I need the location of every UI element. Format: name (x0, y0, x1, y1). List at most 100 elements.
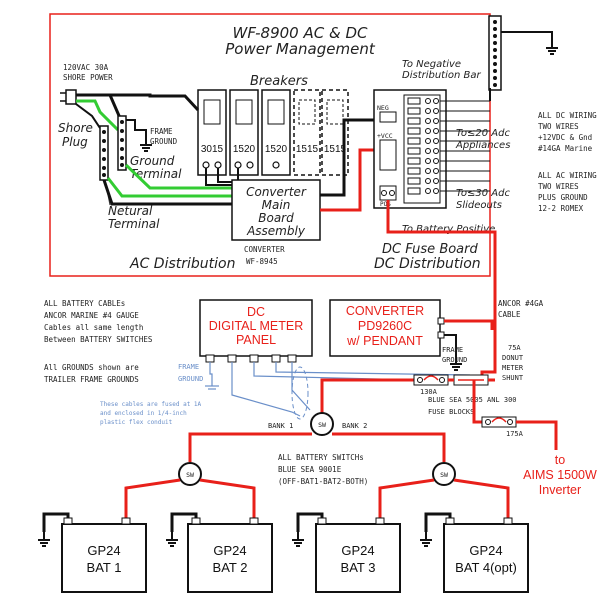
shunt-icon (453, 374, 489, 386)
battery-1-name: BAT 1 (87, 560, 122, 575)
appliances-label-1: To≤20 Adc (456, 128, 510, 139)
neutral-terminal-label-1: Netural (108, 204, 153, 218)
ac-wiring-note-3: PLUS GROUND (538, 193, 588, 202)
breakers-title: Breakers (250, 74, 308, 89)
battery-4-model: GP24 (469, 543, 502, 558)
battery-cables-note-4: Between BATTERY SWITCHES (44, 335, 153, 344)
switch-note-3: (OFF-BAT1-BAT2-BOTH) (278, 477, 368, 486)
bat2-ground-symbol (165, 531, 179, 547)
ancor-cable-label-1: ANCOR #4GA (498, 299, 544, 308)
dc-branch-leads (440, 100, 490, 192)
inverter-line2: AIMS 1500W (523, 468, 597, 482)
bat3-ground-symbol (291, 531, 305, 547)
battery-2-name: BAT 2 (213, 560, 248, 575)
shore-power-label-2: SHORE POWER (63, 73, 113, 82)
converter-board-line3: Board (258, 211, 294, 225)
dc-fuse-board (373, 89, 447, 209)
dc-distribution-label: DC Distribution (374, 256, 481, 272)
fuse-blocks-label-1: BLUE SEA 5005 ANL 300 (428, 396, 517, 404)
meter-line3: PANEL (236, 333, 276, 347)
breaker-4-label: 1515 (296, 144, 319, 155)
breaker-3-label: 1520 (265, 144, 288, 155)
battery-4-name: BAT 4(opt) (455, 560, 517, 575)
bank2-label: BANK 2 (342, 422, 367, 430)
to-battery-positive-label: To Battery Positive (402, 224, 495, 235)
ground-terminal (117, 115, 127, 171)
ac-wiring-note-4: 12-2 ROMEX (538, 204, 584, 213)
vcc-label: +VCC (377, 132, 393, 140)
to-negative-label-2: Distribution Bar (402, 70, 482, 81)
ac-wiring-note-1: ALL AC WIRING (538, 171, 597, 180)
converter-unit-line3: w/ PENDANT (346, 334, 423, 348)
bank1-switch (178, 462, 202, 486)
grounds-note-2: TRAILER FRAME GROUNDS (44, 375, 139, 384)
battery-1 (61, 517, 147, 593)
bat1-ground-symbol (37, 531, 51, 547)
converter-pd9260c (329, 299, 441, 357)
fuse-blocks-label-2: FUSE BLOCKS (428, 408, 474, 416)
bank2-switch-label: SW (440, 471, 448, 479)
switch-note-2: BLUE SEA 9001E (278, 465, 342, 474)
shore-plug-label-1: Shore (58, 121, 93, 135)
inverter-line3: Inverter (539, 483, 581, 497)
slideouts-label-1: To≤30 Adc (456, 188, 510, 199)
dc-wiring-note-1: ALL DC WIRING (538, 111, 597, 120)
meter-frame-ground-1: FRAME (178, 363, 199, 371)
converter-board-line4: Assembly (246, 224, 306, 238)
converter-main-board (231, 179, 321, 241)
fuse-note-2: and enclosed in 1/4-inch (100, 410, 187, 417)
battery-3-model: GP24 (341, 543, 374, 558)
dc-fuse-board-label: DC Fuse Board (382, 242, 478, 257)
converter-label: CONVERTER (244, 245, 285, 254)
battery-1-model: GP24 (87, 543, 120, 558)
frame-ground-label-2: GROUND (150, 137, 178, 146)
ancor-cable-label-2: CABLE (498, 310, 521, 319)
appliances-label-2: Appliances (455, 140, 510, 151)
battery-3-name: BAT 3 (341, 560, 376, 575)
bank1-switch-label: SW (186, 471, 194, 479)
ground-symbol (545, 39, 559, 55)
dc-wiring-note-2: TWO WIRES (538, 122, 579, 131)
inverter-line1: to (555, 453, 565, 467)
shunt-label-4: SHUNT (502, 374, 524, 382)
breaker-panel (197, 89, 349, 176)
digital-meter-panel (199, 299, 313, 357)
fuse-175a-label: 175A (506, 430, 524, 438)
shore-plug-label-2: Plug (62, 135, 88, 149)
bank2-switch (432, 462, 456, 486)
neg-label: NEG (377, 104, 389, 112)
switch-note-1: ALL BATTERY SWITCHs (278, 453, 364, 462)
ground-terminal-label-2: Terminal (130, 167, 182, 181)
to-negative-label-1: To Negative (402, 59, 461, 70)
dc-wiring-note-3: +12VDC & Gnd (538, 133, 592, 142)
frame-ground-label-1: FRAME (150, 127, 173, 136)
ac-wiring-note-2: TWO WIRES (538, 182, 579, 191)
converter-frame-ground-2: GROUND (442, 356, 467, 364)
shunt-label-1: 75A (508, 344, 521, 352)
meter-frame-ground-2: GROUND (178, 375, 203, 383)
shunt-label-2: DONUT (502, 354, 524, 362)
converter-model: WF-8945 (246, 257, 278, 266)
neutral-terminal (99, 125, 109, 181)
battery-2-model: GP24 (213, 543, 246, 558)
power-center-outline (49, 13, 491, 277)
breaker-5-label: 1515 (324, 144, 347, 155)
neutral-terminal-label-2: Terminal (108, 217, 160, 231)
fuse-block-130a (413, 374, 449, 386)
converter-board-line1: Converter (246, 185, 307, 199)
battery-4 (443, 517, 529, 593)
bat4-ground-symbol (419, 531, 433, 547)
shore-plug-icon (60, 89, 77, 105)
title-line1: WF-8900 AC & DC (233, 24, 369, 42)
negative-distribution-bar (488, 15, 502, 91)
battery-cables-note-1: ALL BATTERY CABLEs (44, 299, 125, 308)
ac-distribution-label: AC Distribution (129, 256, 235, 272)
meter-line2: DIGITAL METER (209, 319, 303, 333)
grounds-note-1: All GROUNDS shown are (44, 363, 139, 372)
converter-unit-line2: PD9260C (358, 319, 412, 333)
battery-2 (187, 517, 273, 593)
battery-cables-note-3: Cables all same length (44, 323, 143, 332)
converter-board-line2: Main (262, 198, 291, 212)
title-line2: Power Management (225, 40, 376, 58)
